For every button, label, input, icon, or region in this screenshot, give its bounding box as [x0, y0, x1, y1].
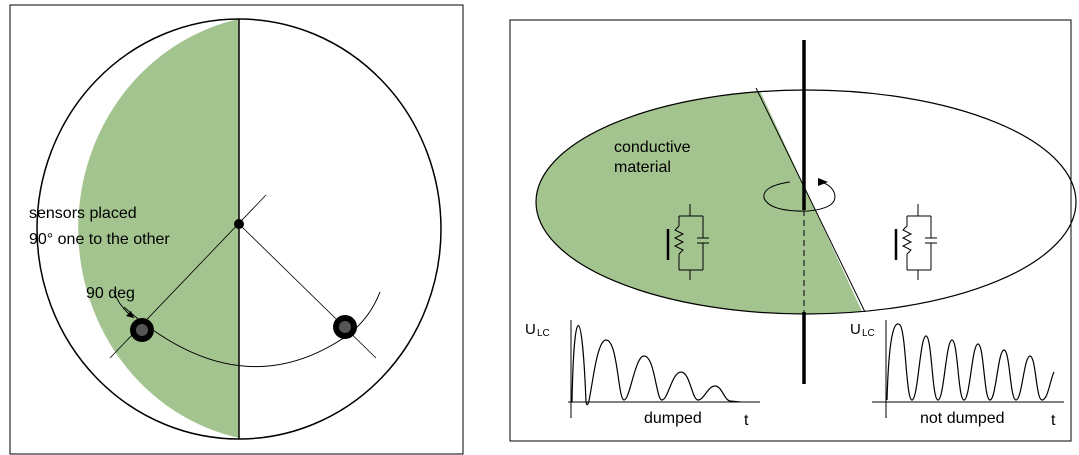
angle-pointer-arrowhead — [126, 311, 134, 318]
rotating-disc-ellipse — [535, 89, 1077, 315]
sensor-left — [130, 318, 154, 342]
label-conductive: conductive — [614, 139, 691, 156]
graph-dumped-y-label: U — [525, 321, 536, 338]
label-ninety-one-to-other: 90° one to the other — [29, 231, 170, 248]
disc-center-point — [234, 219, 244, 229]
lc-sensor-circuit-left — [666, 204, 709, 280]
graph-dumped: U LC dumped t — [525, 320, 760, 429]
graph-not-dumped-y-label-sub: LC — [862, 328, 875, 339]
conductive-half-disc — [78, 19, 240, 438]
graph-dumped-waveform — [571, 325, 741, 406]
label-material: material — [614, 159, 671, 176]
rotation-arrowhead — [818, 178, 828, 186]
conductive-region — [536, 90, 866, 314]
lc-sensor-circuit-right — [894, 204, 937, 280]
graph-not-dumped-t-label: t — [1051, 412, 1056, 429]
rotation-arrow — [763, 181, 836, 212]
sensor-right — [333, 315, 357, 339]
sensor-arc — [123, 291, 381, 368]
graph-not-dumped-waveform — [886, 323, 1055, 401]
graph-not-dumped: U LC not dumped t — [850, 320, 1064, 429]
graph-not-dumped-caption: not dumped — [920, 410, 1005, 427]
graph-not-dumped-y-label: U — [850, 321, 861, 338]
label-angle: 90 deg — [86, 285, 135, 302]
left-panel: sensors placed 90° one to the other 90 d… — [9, 4, 464, 455]
graph-dumped-caption: dumped — [644, 410, 702, 427]
material-boundary-diagonal — [755, 87, 866, 313]
label-sensors-placed: sensors placed — [29, 205, 137, 222]
graph-dumped-t-label: t — [744, 412, 749, 429]
graph-dumped-y-label-sub: LC — [537, 328, 550, 339]
right-panel: conductive material — [509, 19, 1077, 442]
